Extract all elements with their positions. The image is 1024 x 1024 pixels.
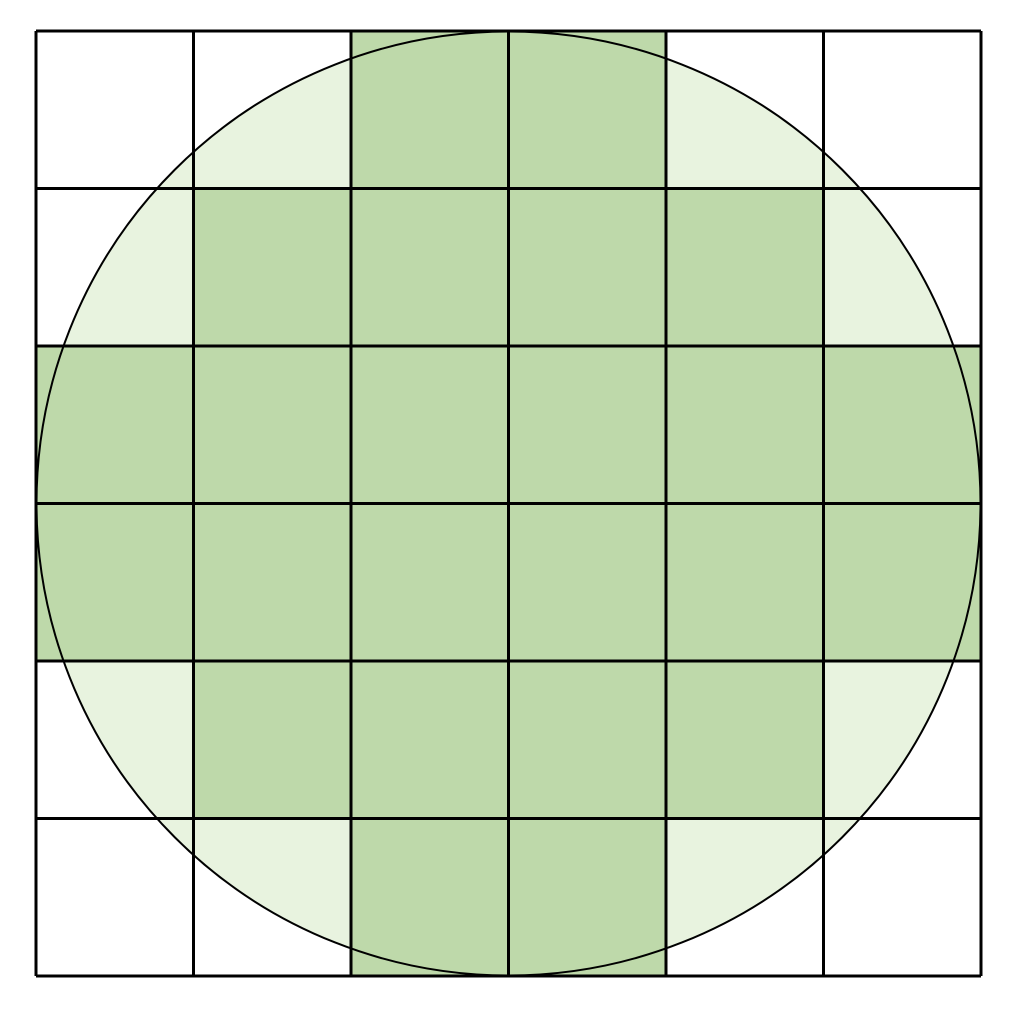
shaded-cells-overlay [36, 31, 981, 976]
grid-lines [34, 29, 983, 978]
shaded-cell-r3-c3 [508, 503, 666, 661]
shaded-cell-r2-c3 [508, 346, 666, 504]
shaded-cell-r4-c4 [666, 661, 824, 819]
shaded-cell-r5-c3 [508, 818, 666, 976]
shaded-cell-r2-c5 [823, 346, 981, 504]
shaded-cell-r4-c2 [351, 661, 509, 819]
shaded-cell-r2-c1 [193, 346, 351, 504]
shaded-cell-r0-c2 [351, 31, 509, 189]
shaded-cell-r3-c4 [666, 503, 824, 661]
shaded-cell-r4-c3 [508, 661, 666, 819]
shaded-cell-r5-c2 [351, 818, 509, 976]
shaded-cell-r2-c2 [351, 346, 509, 504]
shaded-cell-r3-c5 [823, 503, 981, 661]
shaded-cell-r1-c3 [508, 188, 666, 346]
shaded-cell-r4-c1 [193, 661, 351, 819]
shaded-cell-r1-c1 [193, 188, 351, 346]
shaded-cell-r3-c2 [351, 503, 509, 661]
shaded-cell-r1-c2 [351, 188, 509, 346]
shaded-cell-r1-c4 [666, 188, 824, 346]
shaded-cell-r3-c1 [193, 503, 351, 661]
shaded-cell-r3-c0 [36, 503, 194, 661]
shaded-cell-r2-c0 [36, 346, 194, 504]
shaded-cell-r0-c3 [508, 31, 666, 189]
shaded-cell-r2-c4 [666, 346, 824, 504]
